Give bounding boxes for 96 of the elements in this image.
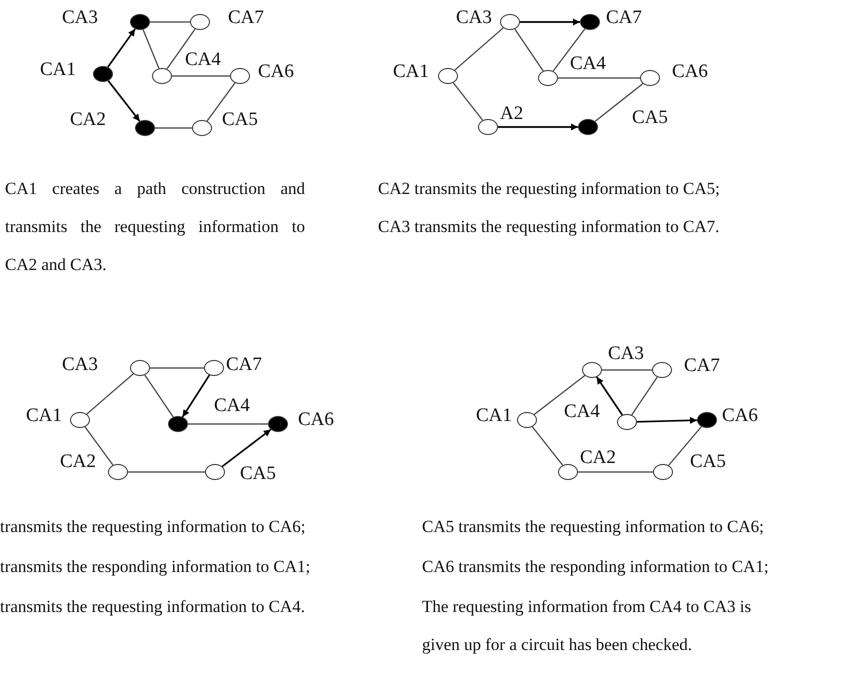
- node-label: CA6: [298, 410, 334, 430]
- connector-line: [552, 28, 586, 72]
- node-label: CA2: [580, 448, 616, 468]
- node-label: CA1: [476, 406, 512, 426]
- caption-text: transmits the requesting information to CA4.: [0, 596, 306, 618]
- filled-dot: [93, 66, 113, 82]
- open-circle: [70, 412, 90, 428]
- connector-line: [578, 471, 653, 473]
- node-label: CA7: [684, 356, 720, 376]
- connector-line: [144, 374, 174, 418]
- filled-dot: [268, 416, 288, 432]
- open-circle: [653, 464, 673, 480]
- connector-line: [514, 28, 544, 72]
- node-label: CA2: [60, 452, 96, 472]
- node-label: CA7: [228, 8, 264, 28]
- caption-text: CA5 transmits the requesting information to CA6;: [422, 516, 765, 538]
- arrow: [596, 376, 623, 416]
- connector-line: [172, 75, 230, 77]
- arrow: [222, 428, 272, 468]
- arrow: [520, 18, 580, 26]
- open-circle: [205, 464, 225, 480]
- node-label: CA7: [226, 355, 262, 375]
- node-label: CA3: [62, 355, 98, 375]
- open-circle: [538, 70, 558, 86]
- open-circle: [617, 414, 637, 430]
- connector-line: [668, 426, 702, 466]
- arrow: [636, 416, 698, 424]
- arrow: [107, 28, 136, 68]
- open-circle: [500, 14, 520, 30]
- caption-text: transmits the requesting information to CA6;: [0, 516, 306, 538]
- open-circle: [152, 68, 172, 84]
- connector-line: [150, 21, 190, 23]
- connector-line: [594, 83, 644, 122]
- connector-line: [188, 423, 268, 425]
- open-circle: [652, 362, 672, 378]
- node-label: CA4: [214, 396, 250, 416]
- caption-text: CA1 creates a path construction and transmits the requesting information to CA2 and CA3.: [5, 178, 305, 276]
- filled-dot: [130, 14, 150, 30]
- open-circle: [478, 119, 498, 135]
- connector-line: [142, 29, 160, 69]
- filled-dot: [168, 416, 188, 432]
- filled-dot: [135, 120, 155, 136]
- connector-line: [454, 27, 504, 71]
- node-label: CA4: [570, 54, 606, 74]
- caption-text: CA6 transmits the responding information to CA1;: [422, 556, 770, 578]
- caption-text: CA2 transmits the requesting information to CA5;: [378, 178, 721, 200]
- node-label: CA5: [690, 452, 726, 472]
- node-label: CA1: [26, 406, 62, 426]
- node-label: CA3: [456, 8, 492, 28]
- node-label: CA1: [393, 62, 429, 82]
- node-label: A2: [500, 104, 524, 124]
- caption-text: The requesting information from CA4 to CA3 is given up for a circuit has been checked.: [422, 596, 752, 656]
- open-circle: [640, 70, 660, 86]
- connector-line: [532, 426, 564, 466]
- open-circle: [108, 464, 128, 480]
- open-circle: [438, 68, 458, 84]
- node-label: CA6: [722, 406, 758, 426]
- open-circle: [558, 464, 578, 480]
- connector-line: [558, 77, 640, 79]
- filled-dot: [578, 119, 598, 135]
- open-circle: [517, 412, 537, 428]
- open-circle: [230, 68, 250, 84]
- node-label: CA7: [606, 8, 642, 28]
- node-label: CA6: [258, 62, 294, 82]
- connector-line: [84, 426, 114, 466]
- connector-line: [150, 367, 204, 369]
- filled-dot: [580, 14, 600, 30]
- open-circle: [192, 120, 212, 136]
- connector-line: [206, 82, 236, 122]
- node-label: CA1: [40, 60, 76, 80]
- node-label: CA3: [62, 8, 98, 28]
- open-circle: [190, 14, 210, 30]
- open-circle: [130, 360, 150, 376]
- node-label: CA4: [185, 50, 221, 70]
- node-label: CA4: [564, 402, 600, 422]
- node-label: CA2: [70, 110, 106, 130]
- connector-line: [631, 376, 658, 416]
- node-label: CA5: [632, 108, 668, 128]
- connector-line: [602, 369, 652, 371]
- open-circle: [204, 360, 224, 376]
- node-label: CA5: [240, 464, 276, 484]
- node-label: CA3: [608, 344, 644, 364]
- node-label: CA6: [672, 62, 708, 82]
- arrow: [108, 80, 140, 122]
- connector-line: [155, 127, 192, 129]
- connector-line: [452, 82, 484, 121]
- connector-line: [534, 375, 586, 415]
- connector-line: [86, 373, 134, 415]
- caption-text: CA3 transmits the requesting information to CA7.: [378, 216, 720, 238]
- node-label: CA5: [222, 110, 258, 130]
- filled-dot: [697, 412, 717, 428]
- caption-text: transmits the responding information to CA1;: [0, 556, 312, 578]
- arrow: [182, 374, 210, 418]
- open-circle: [582, 362, 602, 378]
- connector-line: [166, 28, 196, 70]
- connector-line: [128, 471, 205, 473]
